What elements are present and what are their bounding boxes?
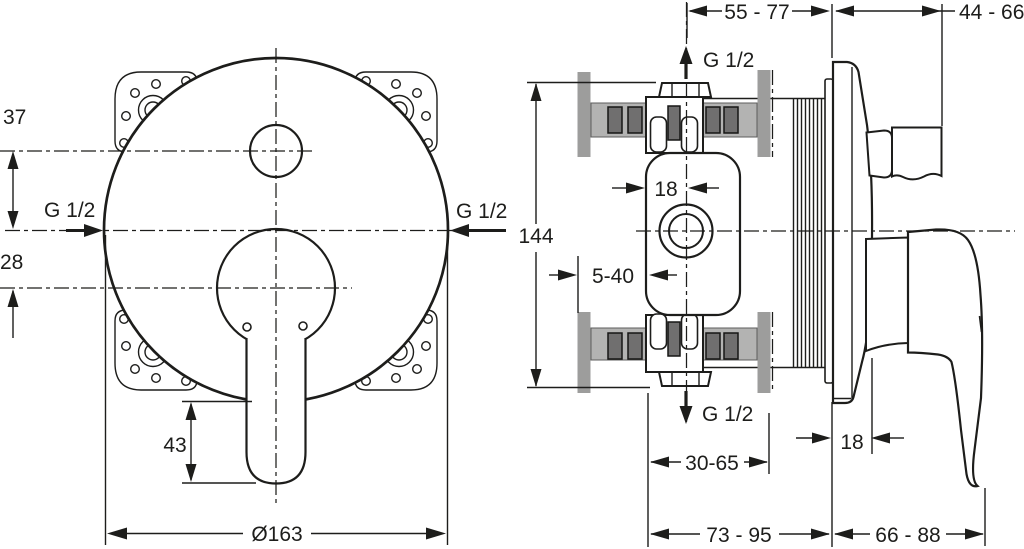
handle-lever-side	[906, 228, 984, 488]
arrowhead-right	[426, 527, 446, 540]
arrowhead-up	[7, 151, 19, 169]
dim-18-upper: 18	[612, 178, 719, 201]
wall-flange-bars	[577, 70, 774, 393]
clip-tab	[680, 313, 699, 350]
arrowhead-right	[811, 528, 830, 540]
dim-73-95: 73 - 95	[650, 524, 830, 547]
arrowhead-right	[84, 224, 103, 237]
g-half-right-label: G 1/2	[456, 200, 507, 223]
handle-screw-right	[298, 321, 308, 331]
rail-slot	[607, 332, 623, 360]
diverter-knob	[891, 126, 943, 181]
dim-30-65-label: 30-65	[685, 452, 739, 475]
g-half-left-label: G 1/2	[44, 199, 95, 222]
arrowhead-left	[650, 456, 669, 468]
diverter-neck	[865, 129, 893, 179]
dim-5-40-label: 5-40	[592, 265, 634, 288]
clip-tab	[680, 116, 699, 153]
rail-slot	[627, 106, 643, 134]
dim-43-label: 43	[163, 434, 186, 457]
arrowhead-left	[834, 528, 853, 540]
threaded-sleeve-ribs	[792, 98, 823, 368]
dim-55-77: 55 - 77	[686, 1, 830, 38]
dim-44-66: 44 - 66	[831, 1, 1024, 126]
side-view: G 1/2 G 1/2 55 - 77 44 - 66	[518, 1, 1024, 547]
arrowhead-left	[871, 432, 890, 444]
arrowhead-down	[185, 464, 197, 482]
body-slot-bottom	[667, 321, 681, 357]
connection-nut-top	[657, 82, 713, 98]
arrowhead-up	[679, 46, 693, 64]
g-half-top: G 1/2	[679, 46, 754, 79]
arrowhead-right	[922, 5, 941, 17]
handle-escutcheon-side	[865, 236, 909, 353]
rail-slot	[607, 106, 623, 134]
clip-tab	[649, 116, 668, 153]
dim-37: 37	[3, 106, 26, 229]
dim-18-lower-label: 18	[840, 431, 863, 454]
dim-30-65: 30-65	[647, 393, 770, 547]
dim-144: 144	[518, 81, 656, 389]
mounting-rails	[590, 102, 758, 361]
arrowhead-down	[7, 211, 19, 229]
arrowhead-left	[650, 528, 669, 540]
dim-73-95-label: 73 - 95	[706, 524, 771, 547]
arrowhead-down	[530, 369, 542, 387]
clip-tab	[649, 313, 668, 350]
g-half-top-label: G 1/2	[703, 49, 754, 72]
arrowhead-up	[185, 402, 197, 420]
arrowhead-right	[749, 456, 768, 468]
rail-slot	[705, 332, 721, 360]
handle-screw-left	[242, 322, 252, 332]
dim-5-40: 5-40	[549, 256, 677, 313]
dim-44-66-label: 44 - 66	[959, 1, 1024, 24]
arrowhead-right	[558, 269, 577, 281]
connection-nut-bottom	[657, 371, 713, 387]
arrowhead-right	[812, 432, 831, 444]
dim-diameter-label: Ø163	[251, 523, 302, 546]
dim-18-lower: 18	[796, 358, 904, 547]
rail-slot	[723, 106, 739, 134]
arrowhead-right	[965, 528, 984, 540]
g-half-bottom-label: G 1/2	[702, 403, 753, 426]
rail-slot	[627, 332, 643, 360]
dim-144-label: 144	[518, 225, 553, 248]
dim-66-88-label: 66 - 88	[875, 524, 940, 547]
arrowhead-left	[688, 182, 707, 194]
dim-28-label: 28	[0, 251, 23, 274]
dim-diameter-163: Ø163	[104, 235, 449, 546]
dim-43: 43	[163, 400, 256, 484]
dim-18-upper-label: 18	[654, 178, 677, 201]
arrowhead-down	[679, 406, 693, 424]
dim-28: 28	[0, 251, 23, 338]
arrowhead-right	[811, 5, 830, 17]
body-slot-top	[667, 105, 681, 141]
dim-37-label: 37	[3, 106, 26, 129]
handle-seam	[978, 315, 983, 333]
g-half-bottom: G 1/2	[679, 391, 753, 426]
arrowhead-up	[7, 289, 19, 307]
g-half-left: G 1/2	[44, 199, 103, 237]
g-half-right: G 1/2	[450, 200, 507, 237]
arrowhead-right	[626, 182, 645, 194]
dim-66-88: 66 - 88	[834, 488, 986, 547]
dim-55-77-label: 55 - 77	[724, 1, 789, 24]
rail-slot	[705, 106, 721, 134]
arrowhead-left	[450, 224, 469, 237]
front-view: 37 28 G 1/2 G 1/2 43	[0, 48, 507, 546]
arrowhead-left	[835, 5, 854, 17]
rail-slot	[723, 332, 739, 360]
arrowhead-left	[107, 527, 127, 540]
arrowhead-up	[530, 83, 542, 101]
arrowhead-left	[649, 269, 668, 281]
arrowhead-left	[688, 5, 707, 17]
